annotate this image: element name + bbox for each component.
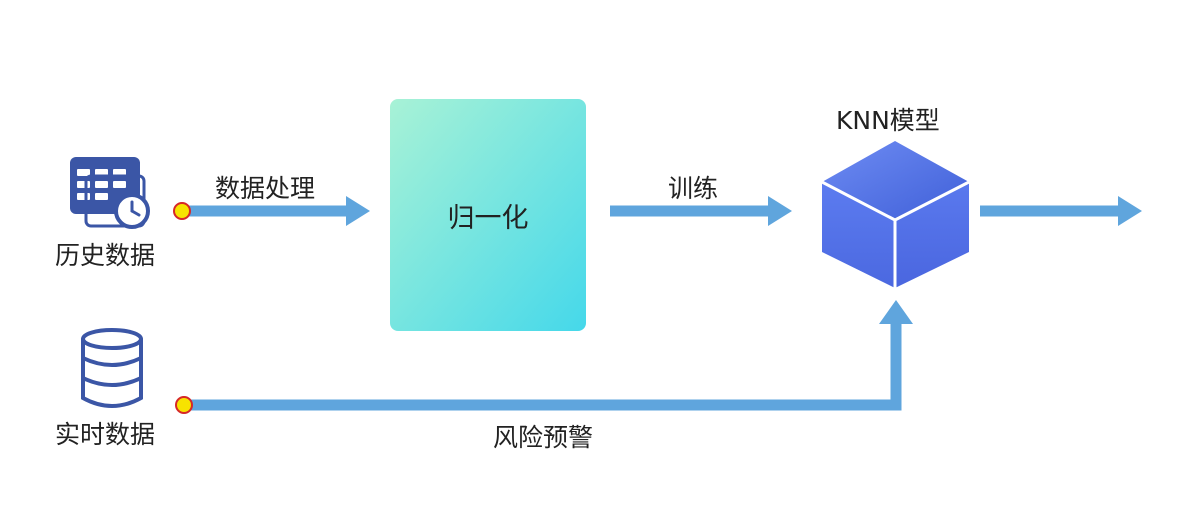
history-connector-dot: [173, 202, 191, 220]
history-data-label: 历史数据: [55, 241, 156, 270]
arrow-normalize-to-model: [610, 196, 792, 226]
knn-model-label: KNN模型: [836, 106, 940, 135]
arrow-model-output: [980, 196, 1142, 226]
arrow-realtime-to-model: [182, 300, 913, 411]
realtime-data-label: 实时数据: [55, 420, 156, 449]
normalize-box: [390, 99, 586, 331]
arrow-history-to-normalize: [182, 196, 370, 226]
realtime-connector-dot: [175, 396, 193, 414]
database-icon: [81, 328, 143, 408]
risk-alert-label: 风险预警: [493, 423, 594, 452]
train-label: 训练: [668, 174, 719, 203]
table-clock-icon: [70, 157, 150, 229]
data-processing-label: 数据处理: [215, 174, 316, 203]
cube-icon: [821, 141, 970, 288]
